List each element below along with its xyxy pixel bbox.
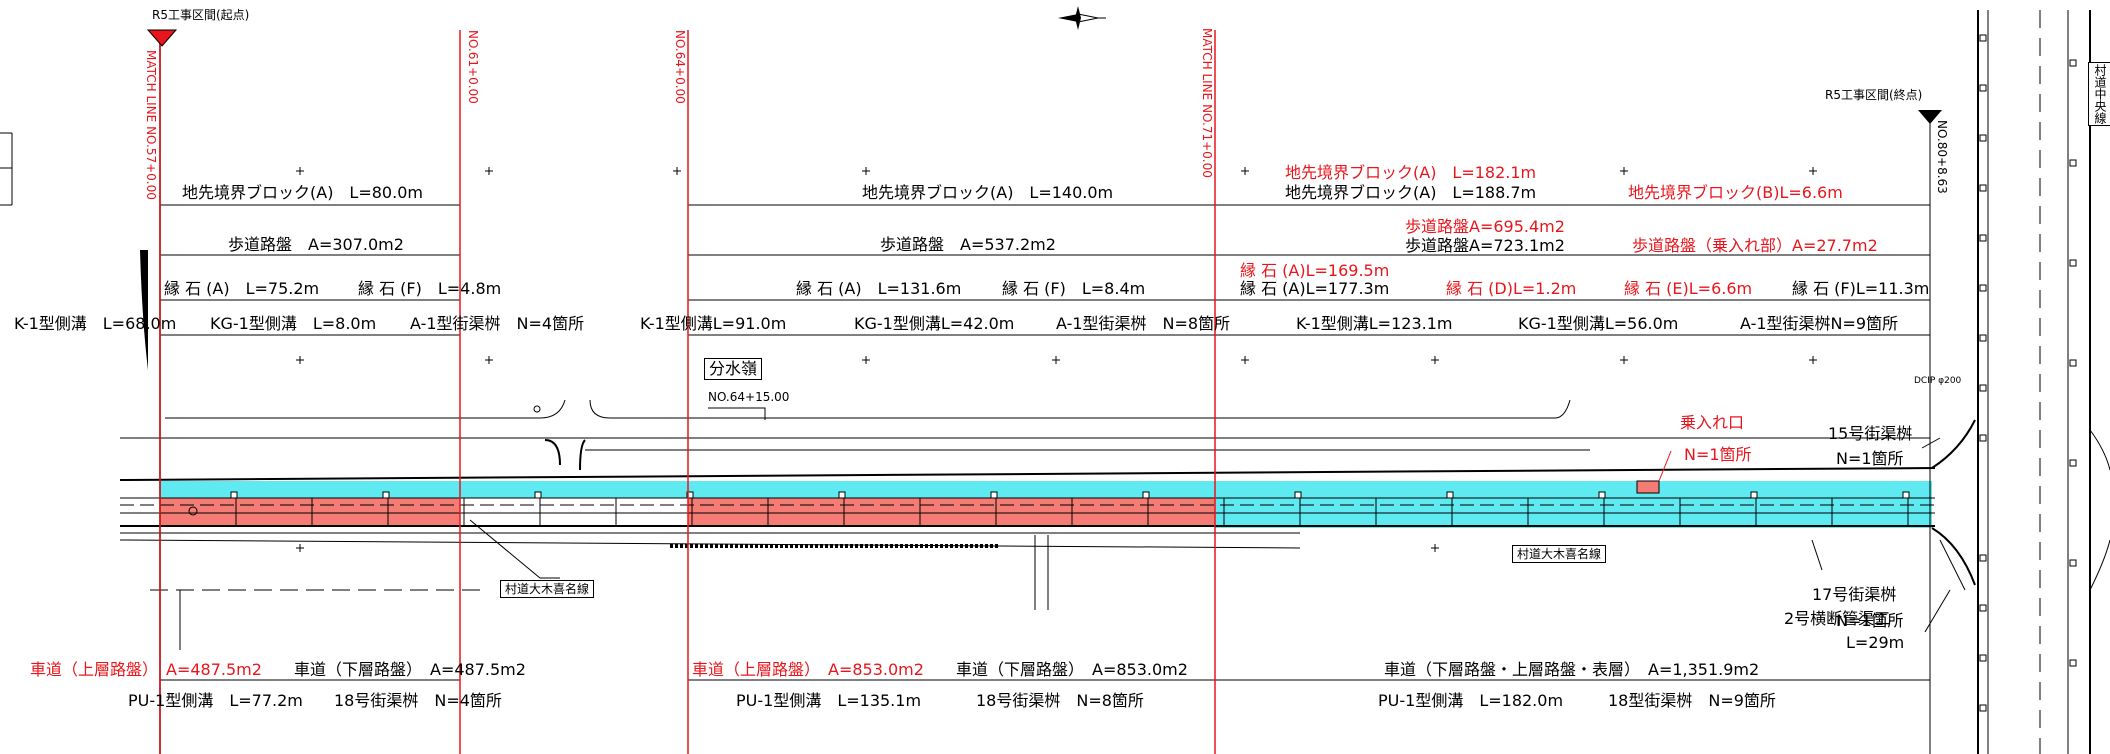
s1-road-lower: 車道（下層路盤） A=487.5m2 bbox=[294, 660, 526, 679]
s3-road-all-layers: 車道（下層路盤・上層路盤・表層） A=1,351.9m2 bbox=[1384, 660, 1760, 679]
s3-pu1-ditch: PU-1型側溝 L=182.0m bbox=[1378, 691, 1564, 710]
watershed-label: 分水嶺 bbox=[704, 358, 763, 380]
station-no61-label: NO.61+0.00 bbox=[466, 30, 480, 104]
s3-boundary-block-b-red: 地先境界ブロック(B)L=6.6m bbox=[1628, 183, 1843, 202]
s1-curb-a: 縁 石 (A) L=75.2m bbox=[164, 279, 320, 298]
s3-ditch-kg1: KG-1型側溝L=56.0m bbox=[1518, 314, 1679, 333]
start-flag-icon bbox=[146, 29, 178, 47]
s2-road-lower: 車道（下層路盤） A=853.0m2 bbox=[956, 660, 1188, 679]
s2-basin18: 18号街渠桝 N=8箇所 bbox=[976, 691, 1144, 710]
s3-curb-e-red: 縁 石 (E)L=6.6m bbox=[1624, 279, 1753, 298]
s3-boundary-block-red: 地先境界ブロック(A) L=182.1m bbox=[1285, 163, 1537, 182]
s2-ditch-k1: K-1型側溝L=91.0m bbox=[640, 314, 787, 333]
dcip-label: DCIP φ200 bbox=[1914, 376, 1962, 386]
s1-boundary-block: 地先境界ブロック(A) L=80.0m bbox=[182, 183, 423, 202]
road-red-fill-1 bbox=[160, 498, 460, 526]
s3-basin18: 18型街渠桝 N=9箇所 bbox=[1608, 691, 1776, 710]
culvert-label: 2号横断管渠工 bbox=[1784, 609, 1891, 628]
s3-basin-a1: A-1型街渠桝N=9箇所 bbox=[1740, 314, 1899, 333]
station-lines bbox=[140, 29, 1942, 754]
s3-curb-f: 縁 石 (F)L=11.3m bbox=[1792, 279, 1930, 298]
s2-boundary-block: 地先境界ブロック(A) L=140.0m bbox=[862, 183, 1114, 202]
s2-curb-a: 縁 石 (A) L=131.6m bbox=[796, 279, 962, 298]
s1-basin18: 18号街渠桝 N=4箇所 bbox=[334, 691, 502, 710]
s3-boundary-block: 地先境界ブロック(A) L=188.7m bbox=[1285, 183, 1537, 202]
s3-curb-d-red: 縁 石 (D)L=1.2m bbox=[1446, 279, 1577, 298]
s2-curb-f: 縁 石 (F) L=8.4m bbox=[1002, 279, 1146, 298]
entry-count: N=1箇所 bbox=[1684, 445, 1752, 464]
village-road-label-right: 村道大木喜名線 bbox=[1512, 545, 1607, 563]
station-no80-label: NO.80+8.63 bbox=[1935, 120, 1949, 194]
s2-road-upper: 車道（上層路盤） A=853.0m2 bbox=[692, 660, 924, 679]
basin17-count: N=1箇所 bbox=[1836, 611, 1904, 630]
watershed-station: NO.64+15.00 bbox=[708, 390, 790, 404]
village-road-label-left: 村道大木喜名線 bbox=[500, 580, 595, 598]
start-section-label: R5工事区間(起点) bbox=[152, 8, 250, 22]
basin15-count: N=1箇所 bbox=[1836, 449, 1904, 468]
s1-pu1-ditch: PU-1型側溝 L=77.2m bbox=[128, 691, 303, 710]
s1-ditch-k1: K-1型側溝 L=68.0m bbox=[14, 314, 177, 333]
s1-ditch-kg1: KG-1型側溝 L=8.0m bbox=[210, 314, 377, 333]
s3-ditch-k1: K-1型側溝L=123.1m bbox=[1296, 314, 1453, 333]
end-section-label: R5工事区間(終点) bbox=[1825, 88, 1923, 102]
s3-curb-a-red: 縁 石 (A)L=169.5m bbox=[1240, 261, 1390, 280]
basin17-label: 17号街渠桝 bbox=[1812, 585, 1897, 604]
basin15-label: 15号街渠桝 bbox=[1828, 424, 1913, 443]
cross-road-right bbox=[1977, 10, 2110, 754]
s1-basin-a1: A-1型街渠桝 N=4箇所 bbox=[410, 314, 585, 333]
north-arrow-icon bbox=[1058, 6, 1106, 30]
leader-lines bbox=[469, 407, 1951, 633]
s2-pu1-ditch: PU-1型側溝 L=135.1m bbox=[736, 691, 922, 710]
s2-walkway-base: 歩道路盤 A=537.2m2 bbox=[880, 235, 1056, 254]
entry-red-box bbox=[1636, 480, 1660, 494]
grid-plus-markers bbox=[296, 167, 1817, 552]
road-red-fill-2 bbox=[688, 498, 1215, 526]
s2-ditch-kg1: KG-1型側溝L=42.0m bbox=[854, 314, 1015, 333]
matchline-right-label: MATCH LINE NO.71+0.00 bbox=[1200, 28, 1214, 178]
entry-label: 乗入れ口 bbox=[1680, 413, 1745, 432]
quantity-rule-lines bbox=[0, 132, 1930, 681]
culvert-length: L=29m bbox=[1846, 633, 1905, 652]
s1-curb-f: 縁 石 (F) L=4.8m bbox=[358, 279, 502, 298]
s3-walkway: 歩道路盤A=723.1m2 bbox=[1405, 236, 1565, 255]
s1-road-upper: 車道（上層路盤） A=487.5m2 bbox=[30, 660, 262, 679]
end-flag-icon bbox=[1918, 110, 1942, 124]
s3-curb-a: 縁 石 (A)L=177.3m bbox=[1240, 279, 1390, 298]
village-central-road-label: 村道中央線 bbox=[2088, 62, 2110, 126]
road-lines bbox=[119, 399, 1976, 650]
s3-walkway-entry-red: 歩道路盤（乗入れ部）A=27.7m2 bbox=[1632, 236, 1878, 255]
s1-walkway-base: 歩道路盤 A=307.0m2 bbox=[228, 235, 404, 254]
station-no64-label: NO.64+0.00 bbox=[673, 30, 687, 104]
s3-walkway-red: 歩道路盤A=695.4m2 bbox=[1405, 217, 1565, 236]
matchline-left-label: MATCH LINE NO.57+0.00 bbox=[144, 50, 158, 200]
s2-basin-a1: A-1型街渠桝 N=8箇所 bbox=[1056, 314, 1231, 333]
